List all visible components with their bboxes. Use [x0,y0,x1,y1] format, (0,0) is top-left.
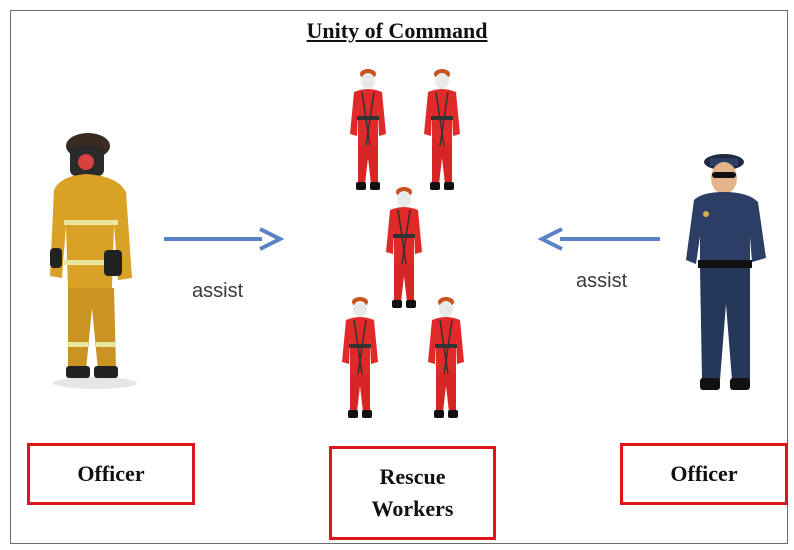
right-arrow [537,227,660,251]
rescue-workers-group [341,68,465,419]
police-officer-icon [686,154,766,390]
firefighter-icon [50,133,137,389]
left-assist-label: assist [192,280,244,302]
rescue-workers-label-line1: Rescue [379,464,446,490]
right-officer-label: Officer [670,461,738,487]
left-arrow [164,227,285,251]
left-officer-box: Officer [27,443,195,505]
rescue-workers-label-line2: Workers [371,496,454,521]
rescue-workers-box: Rescue Workers [329,446,496,540]
diagram-title: Unity of Command [306,18,488,43]
right-officer-box: Officer [620,443,788,505]
right-assist-label: assist [576,270,628,292]
left-officer-label: Officer [77,461,145,487]
